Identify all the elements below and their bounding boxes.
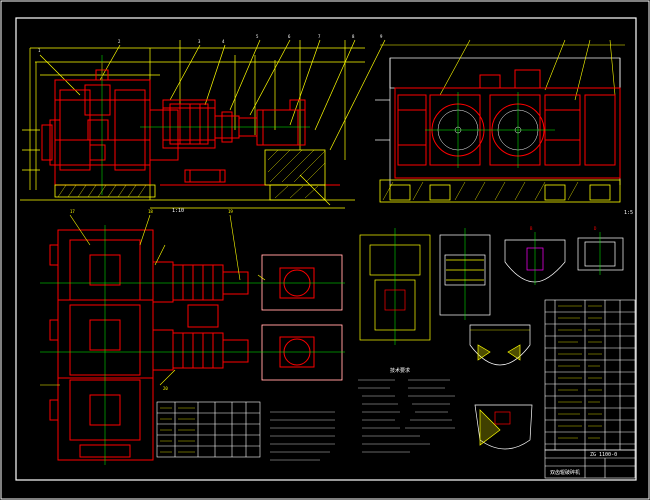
tech-requirements: 技术要求 — [270, 367, 455, 461]
svg-text:1: 1 — [38, 48, 41, 53]
svg-text:技术要求: 技术要求 — [390, 367, 410, 374]
foundation-hatch — [57, 149, 326, 199]
svg-text:5: 5 — [256, 34, 259, 39]
svg-text:4: 4 — [222, 39, 225, 44]
svg-text:7: 7 — [318, 34, 321, 39]
svg-text:18: 18 — [148, 209, 153, 214]
svg-text:3: 3 — [198, 39, 201, 44]
side-elevation-view: 1:5 — [375, 39, 633, 216]
detail-view-d: D — [577, 226, 624, 275]
svg-text:D: D — [594, 226, 597, 231]
svg-text:B: B — [530, 226, 533, 231]
sheet-border-inner — [15, 17, 637, 481]
detail-view-c: B — [504, 226, 566, 285]
scale-note-right: 1:5 — [624, 210, 633, 216]
title-block-name: 双齿辊破碎机 — [550, 469, 580, 476]
svg-text:20: 20 — [163, 386, 168, 391]
svg-text:2: 2 — [118, 39, 121, 44]
detail-view-b — [439, 228, 491, 320]
plan-view: 17 18 19 20 — [40, 209, 345, 465]
title-block-code: ZG 1100-0 — [590, 452, 617, 458]
detail-section-e — [469, 324, 531, 366]
scale-note-left: 1:10 — [172, 208, 184, 214]
svg-text:6: 6 — [288, 34, 291, 39]
svg-text:9: 9 — [380, 34, 383, 39]
detail-section-f — [474, 404, 533, 450]
title-block: ZG 1100-0 双齿辊破碎机 — [544, 449, 636, 479]
spec-table — [156, 401, 261, 458]
svg-text:8: 8 — [352, 34, 355, 39]
svg-text:17: 17 — [70, 209, 75, 214]
svg-text:19: 19 — [228, 209, 233, 214]
detail-view-a — [359, 228, 431, 345]
parts-list-table — [544, 299, 636, 451]
front-elevation-view: 1 2 3 4 5 6 7 8 9 — [20, 34, 386, 214]
